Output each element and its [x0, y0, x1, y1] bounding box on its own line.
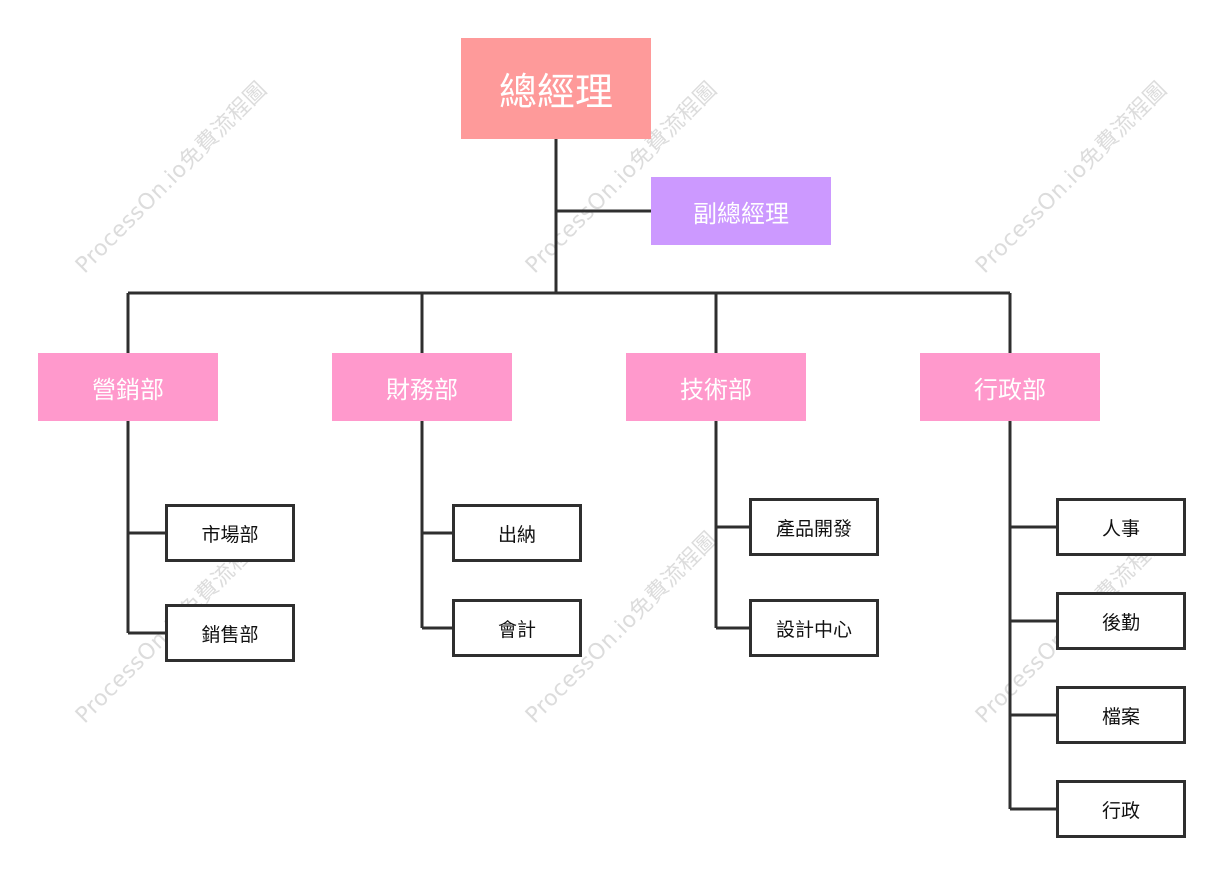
department-node-finance[interactable]: 財務部 — [332, 353, 512, 421]
sub-unit-node[interactable]: 後勤 — [1056, 592, 1186, 650]
sub-unit-node[interactable]: 行政 — [1056, 780, 1186, 838]
department-node-technology[interactable]: 技術部 — [626, 353, 806, 421]
department-node-marketing[interactable]: 營銷部 — [38, 353, 218, 421]
department-node-administration[interactable]: 行政部 — [920, 353, 1100, 421]
ceo-node[interactable]: 總經理 — [461, 38, 651, 139]
sub-unit-node[interactable]: 市場部 — [165, 504, 295, 562]
sub-unit-node[interactable]: 出納 — [452, 504, 582, 562]
sub-unit-node[interactable]: 產品開發 — [749, 498, 879, 556]
sub-unit-node[interactable]: 會計 — [452, 599, 582, 657]
sub-unit-node[interactable]: 人事 — [1056, 498, 1186, 556]
sub-unit-node[interactable]: 銷售部 — [165, 604, 295, 662]
sub-unit-node[interactable]: 檔案 — [1056, 686, 1186, 744]
vice-general-manager-node[interactable]: 副總經理 — [651, 177, 831, 245]
sub-unit-node[interactable]: 設計中心 — [749, 599, 879, 657]
